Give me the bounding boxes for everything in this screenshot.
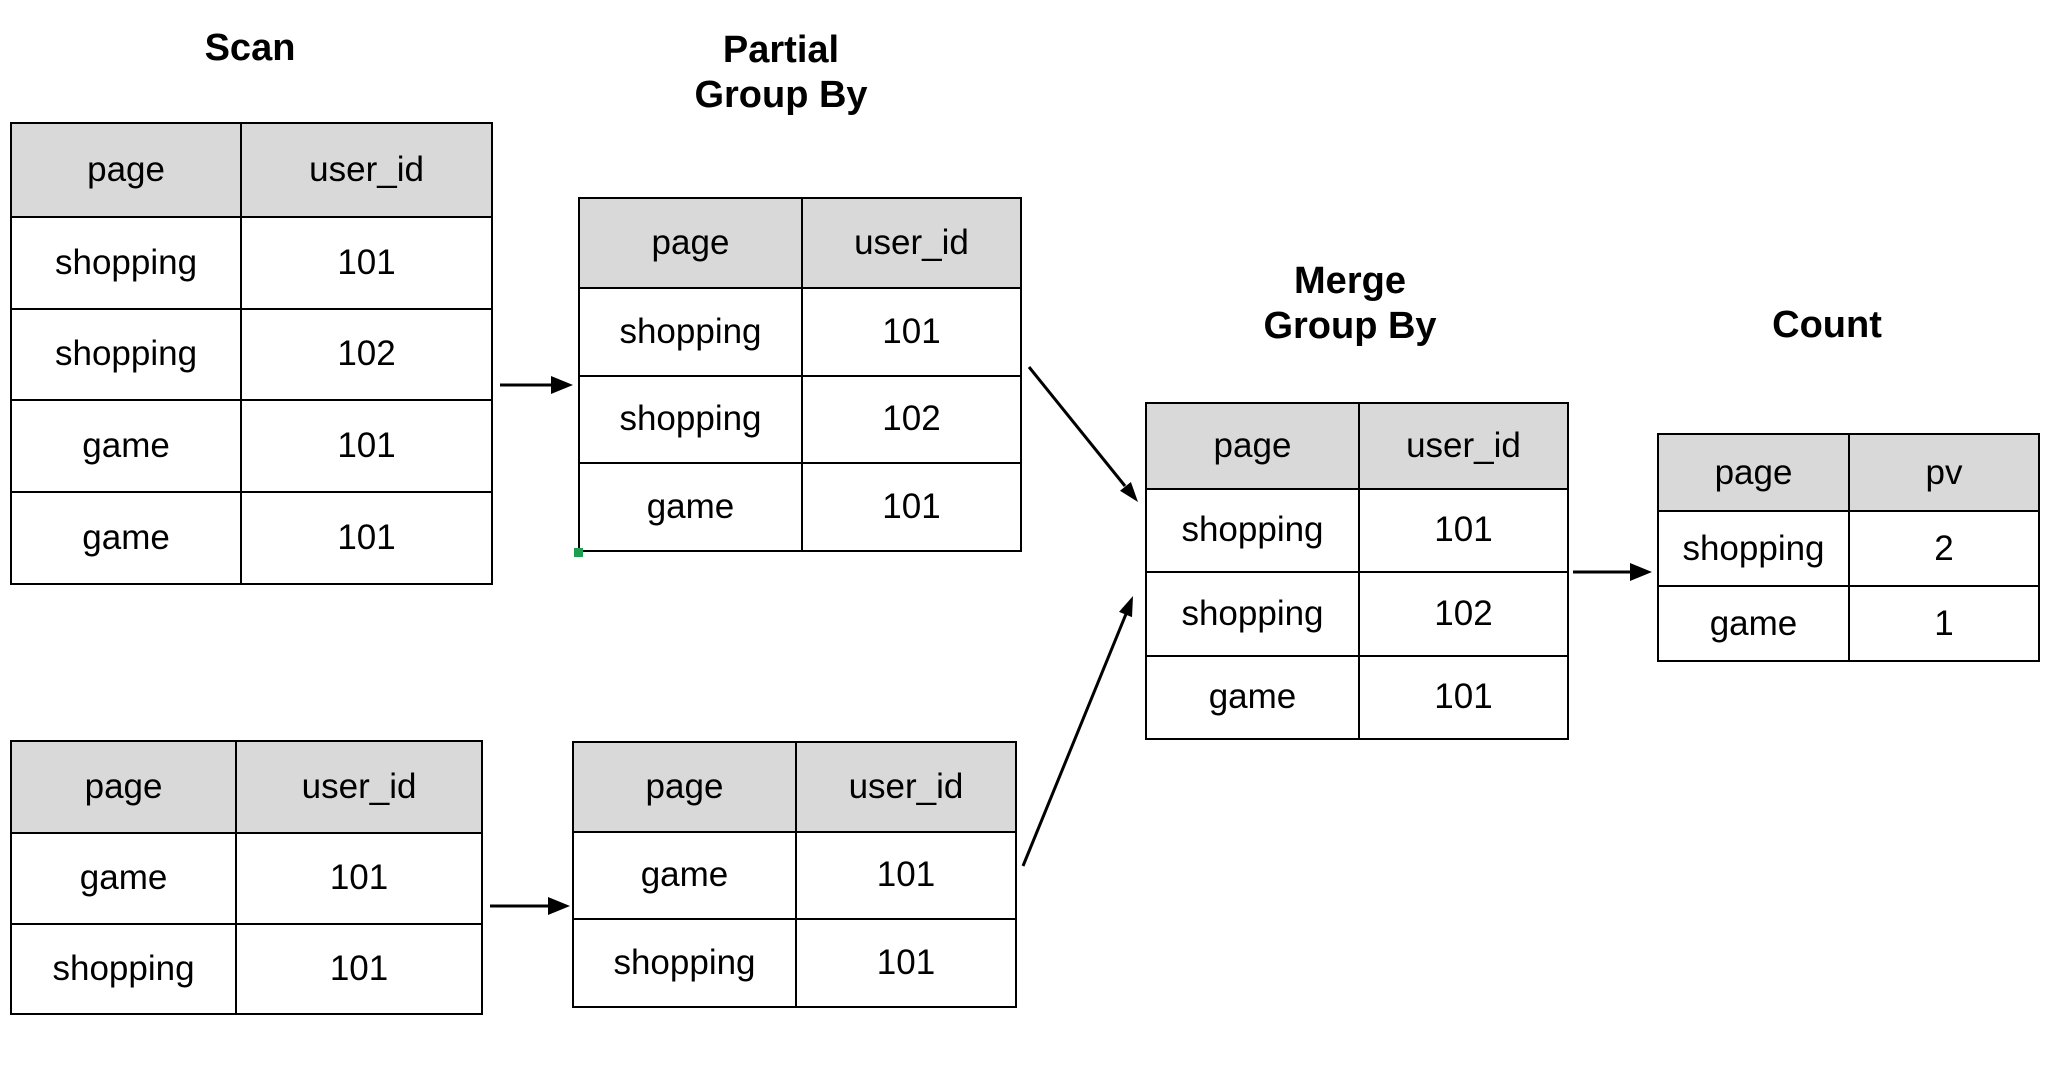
table-cell: game xyxy=(12,832,236,922)
table-cell: game xyxy=(12,399,241,491)
stage-title-scan: Scan xyxy=(204,27,296,69)
column-header: page xyxy=(1147,404,1358,488)
column-header: user_id xyxy=(235,742,481,833)
column-header: user_id xyxy=(1357,404,1567,488)
partial-group-by-table-2[interactable]: page user_id game 101 shopping 101 xyxy=(572,741,1017,1008)
scan-table-2[interactable]: page user_id game 101 shopping 101 xyxy=(10,740,483,1015)
count-table[interactable]: page pv shopping 2 game 1 xyxy=(1657,433,2040,662)
table-cell: shopping xyxy=(574,918,795,1006)
table-cell: shopping xyxy=(12,307,241,400)
selection-handle[interactable] xyxy=(574,548,583,557)
column-header: page xyxy=(12,124,241,216)
table-cell: 101 xyxy=(240,399,491,492)
column-header: page xyxy=(1659,435,1848,510)
arrow-partial2-to-merge xyxy=(1021,596,1133,867)
table-cell: game xyxy=(580,462,801,550)
table-cell: 102 xyxy=(800,374,1020,463)
table-cell: game xyxy=(1659,585,1848,660)
arrow-merge-to-count xyxy=(1573,563,1652,581)
table-cell: 102 xyxy=(240,307,491,400)
table-cell: 101 xyxy=(235,922,481,1013)
arrow-scan-to-partial xyxy=(500,376,573,394)
column-header: user_id xyxy=(240,124,491,216)
table-cell: 101 xyxy=(800,462,1020,550)
column-header: user_id xyxy=(800,199,1020,287)
table-cell: shopping xyxy=(1659,510,1848,585)
table-cell: shopping xyxy=(12,215,241,308)
stage-title-partial-group-by: Partial Group By xyxy=(694,29,868,116)
arrow-scan2-to-partial2 xyxy=(490,897,570,915)
table-cell: game xyxy=(574,830,795,919)
column-header: page xyxy=(12,742,236,833)
table-cell: shopping xyxy=(580,286,801,375)
column-header: page xyxy=(580,199,801,287)
table-cell: 101 xyxy=(1357,487,1567,571)
table-cell: game xyxy=(1147,654,1358,739)
table-cell: 101 xyxy=(240,491,491,583)
table-cell: shopping xyxy=(12,922,236,1013)
table-cell: 101 xyxy=(794,830,1015,919)
merge-group-by-table[interactable]: page user_id shopping 101 shopping 102 g… xyxy=(1145,402,1569,740)
table-cell: 101 xyxy=(794,918,1015,1006)
stage-title-merge-group-by: Merge Group By xyxy=(1263,260,1437,347)
table-cell: shopping xyxy=(1147,571,1358,655)
scan-table[interactable]: page user_id shopping 101 shopping 102 g… xyxy=(10,122,493,585)
table-cell: 2 xyxy=(1848,510,2038,585)
column-header: pv xyxy=(1848,435,2038,510)
stage-title-count: Count xyxy=(1772,304,1882,346)
table-cell: 101 xyxy=(235,832,481,923)
table-cell: 1 xyxy=(1848,585,2038,660)
partial-group-by-table[interactable]: page user_id shopping 101 shopping 102 g… xyxy=(578,197,1022,552)
table-cell: 101 xyxy=(1357,654,1567,738)
table-cell: shopping xyxy=(580,374,801,463)
table-cell: 101 xyxy=(800,286,1020,375)
table-cell: 102 xyxy=(1357,571,1567,655)
table-cell: game xyxy=(12,491,241,583)
table-cell: 101 xyxy=(240,215,491,308)
column-header: user_id xyxy=(794,743,1015,831)
table-cell: shopping xyxy=(1147,487,1358,572)
arrow-partial-to-merge xyxy=(1027,366,1138,502)
column-header: page xyxy=(574,743,795,831)
